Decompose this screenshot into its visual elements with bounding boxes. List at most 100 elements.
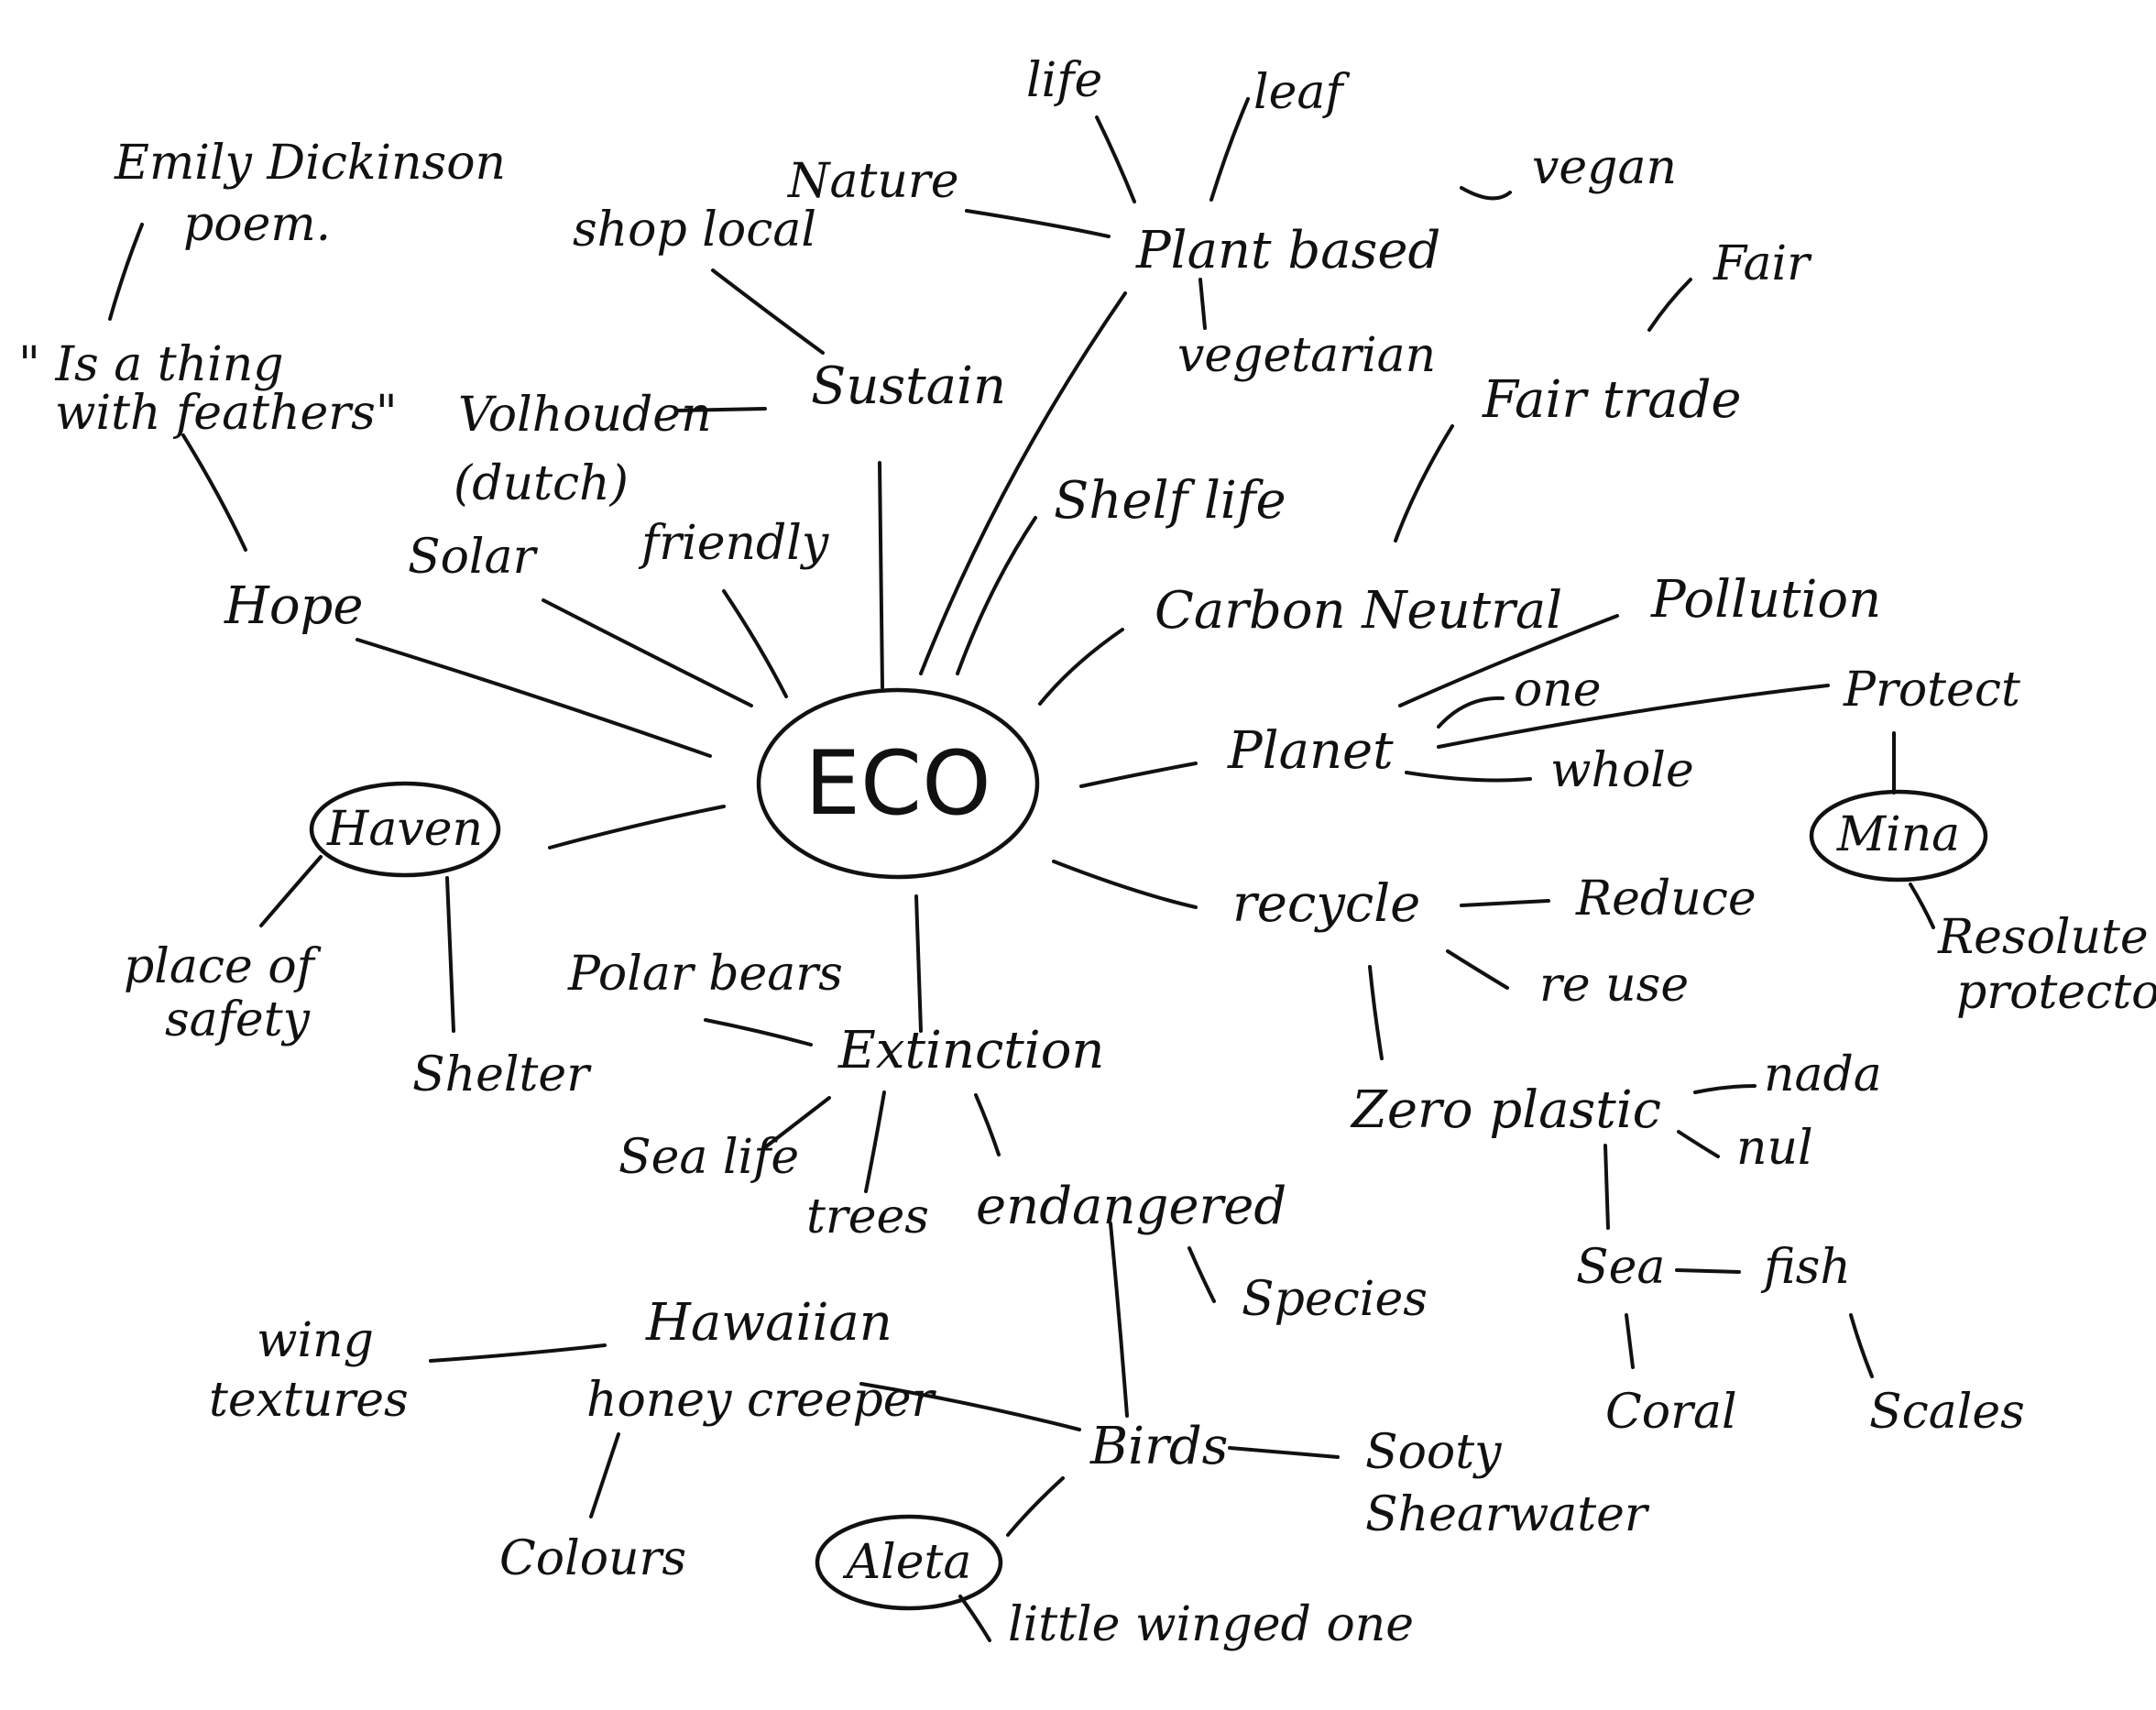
link-hope-quote	[181, 433, 247, 552]
link-quote-emily	[108, 223, 144, 321]
node-carbon-neutral: Carbon Neutral	[1155, 581, 1562, 641]
haven-ring	[309, 781, 501, 878]
node-hawaiian-2: honey creeper	[586, 1373, 937, 1428]
node-life: life	[1026, 53, 1102, 108]
link-extinction-sealife	[763, 1096, 831, 1149]
center-node: ECO	[804, 732, 990, 835]
node-trees: trees	[806, 1189, 929, 1244]
link-haven-shelter	[445, 876, 455, 1033]
node-vegan: vegan	[1532, 140, 1677, 195]
node-aleta: Aleta	[843, 1535, 972, 1590]
node-volhouden-1: Volhouden	[458, 388, 712, 443]
node-reuse: re use	[1539, 958, 1689, 1013]
link-zeroplastic-nada	[1693, 1084, 1757, 1094]
node-wing-2: textures	[209, 1373, 409, 1428]
link-endangered-birds	[1109, 1222, 1129, 1418]
node-pollution: Pollution	[1650, 570, 1881, 630]
link-plantbased-leaf	[1209, 97, 1250, 202]
node-plant-based: Plant based	[1135, 221, 1440, 280]
node-haven: Haven	[326, 802, 483, 857]
node-sustain: Sustain	[811, 356, 1006, 416]
link-planet-whole	[1405, 771, 1532, 783]
link-eco-recycle	[1052, 860, 1198, 909]
node-hawaiian-1: Hawaiian	[645, 1293, 892, 1353]
node-vegetarian: vegetarian	[1177, 328, 1436, 383]
node-shop-local: shop local	[573, 203, 816, 258]
link-fairtrade-fair	[1647, 278, 1692, 332]
node-extinction: Extinction	[837, 1021, 1105, 1080]
node-quote-1: " Is a thing	[18, 337, 284, 392]
link-sea-coral	[1625, 1313, 1635, 1369]
link-eco-friendly	[722, 589, 788, 698]
link-plantbased-nature	[965, 209, 1111, 238]
node-recycle: recycle	[1232, 874, 1420, 934]
node-shelf-life: Shelf life	[1054, 471, 1286, 531]
node-quote-2: with feathers"	[55, 386, 398, 441]
node-sea: Sea	[1576, 1240, 1665, 1295]
node-fair: Fair	[1713, 236, 1812, 291]
link-eco-plantbased	[919, 291, 1127, 675]
node-resolute-2: protector	[1956, 965, 2156, 1020]
node-mina: Mina	[1836, 807, 1960, 862]
link-hawaiian-wing	[429, 1343, 607, 1363]
node-sooty-2: Shearwater	[1365, 1487, 1650, 1542]
node-shelter: Shelter	[412, 1047, 592, 1102]
center-ring	[756, 687, 1040, 880]
node-fish: fish	[1760, 1240, 1851, 1295]
link-carbon-fairtrade	[1394, 424, 1454, 543]
link-eco-carbon	[1038, 628, 1124, 706]
link-recycle-zeroplastic	[1368, 965, 1384, 1060]
node-emily-2: poem.	[183, 197, 331, 252]
link-extinction-endangered	[974, 1093, 1001, 1156]
node-place-1: place of	[124, 939, 322, 994]
node-nature: Nature	[786, 154, 959, 209]
link-zeroplastic-sea	[1603, 1144, 1610, 1230]
link-plantbased-life	[1095, 115, 1136, 203]
node-colours: Colours	[499, 1531, 686, 1586]
node-little-winged-one: little winged one	[1008, 1597, 1414, 1652]
node-solar: Solar	[408, 530, 539, 585]
node-nada: nada	[1764, 1047, 1882, 1102]
node-reduce: Reduce	[1575, 871, 1757, 926]
link-haven-place	[259, 855, 323, 927]
node-resolute-1: Resolute	[1937, 910, 2149, 965]
node-zero-plastic: Zero plastic	[1350, 1080, 1661, 1140]
node-volhouden-2: (dutch)	[454, 456, 629, 511]
node-fair-trade: Fair trade	[1482, 370, 1742, 430]
node-leaf: leaf	[1253, 65, 1350, 120]
node-species: Species	[1242, 1272, 1428, 1327]
node-protect: Protect	[1843, 663, 2020, 718]
link-plantbased-vegan	[1460, 186, 1512, 201]
link-planet-protect	[1437, 684, 1830, 749]
node-coral: Coral	[1605, 1385, 1737, 1440]
node-place-2: safety	[165, 992, 311, 1047]
link-birds-sooty	[1228, 1446, 1340, 1459]
link-planet-pollution	[1398, 614, 1619, 707]
node-hope: Hope	[224, 576, 364, 636]
link-birds-aleta	[1006, 1476, 1065, 1537]
node-wing-1: wing	[257, 1313, 374, 1368]
link-eco-haven	[548, 805, 726, 850]
link-eco-planet	[1079, 762, 1198, 788]
encircled-nodes	[309, 687, 1988, 1611]
node-sea-life: Sea life	[618, 1130, 799, 1185]
link-eco-extinction	[914, 894, 923, 1033]
link-extinction-polar	[704, 1018, 813, 1047]
link-eco-sustain	[878, 461, 884, 689]
link-hawaiian-colours	[589, 1432, 620, 1518]
link-fish-scales	[1849, 1313, 1874, 1378]
link-eco-solar	[542, 598, 753, 707]
link-recycle-reuse	[1446, 949, 1509, 990]
link-aleta-little	[958, 1595, 991, 1642]
link-extinction-trees	[864, 1091, 886, 1193]
link-sustain-volhouden	[676, 407, 767, 412]
link-eco-hope	[356, 638, 712, 758]
node-scales: Scales	[1869, 1385, 2025, 1440]
mina-ring	[1809, 789, 1988, 882]
node-polar-bears: Polar bears	[567, 947, 843, 1002]
link-sustain-shoplocal	[711, 269, 825, 355]
node-whole: whole	[1550, 743, 1694, 798]
node-nul: nul	[1736, 1121, 1813, 1176]
link-planet-one	[1437, 696, 1505, 729]
